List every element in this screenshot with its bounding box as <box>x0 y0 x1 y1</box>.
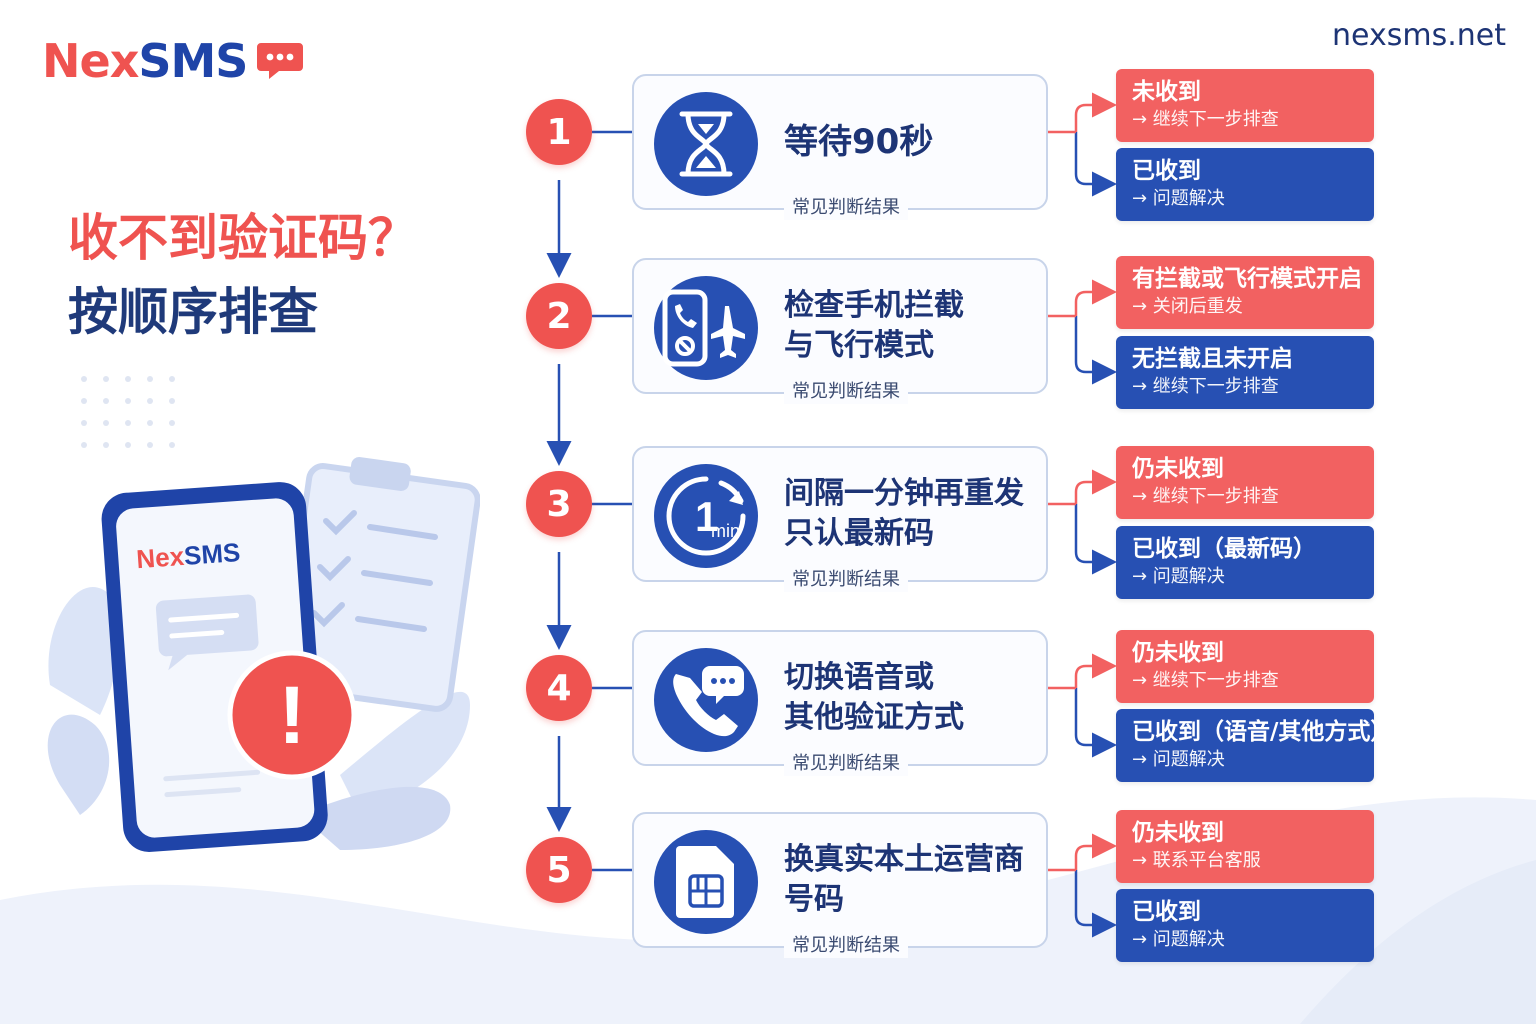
step-3-caption: 常见判断结果 <box>784 568 908 592</box>
outcome-title: 仍未收到 <box>1132 640 1224 666</box>
outcome-title: 仍未收到 <box>1132 456 1224 482</box>
one-minute-timer-icon: 1 min <box>654 464 758 568</box>
step-title-line: 与飞行模式 <box>784 327 934 363</box>
svg-text:min: min <box>711 521 740 541</box>
outcome-title: 未收到 <box>1132 79 1201 105</box>
outcome-title: 有拦截或飞行模式开启 <box>1132 266 1362 292</box>
step-title-line: 只认最新码 <box>784 515 934 551</box>
step-5-title: 换真实本土运营商号码 <box>784 840 1039 919</box>
step-3-outcome-success[interactable]: 已收到（最新码） → 问题解决 <box>1116 526 1374 599</box>
chat-bubble-icon <box>257 43 304 79</box>
headline-question: 收不到验证码？ <box>68 209 418 267</box>
step-title-line: 号码 <box>784 881 844 917</box>
decorative-dots <box>81 376 175 448</box>
phone-block-airplane-icon <box>654 276 758 380</box>
step-2-number: 2 <box>526 283 592 349</box>
outcome-action: → 关闭后重发 <box>1132 296 1243 317</box>
step-5-outcome-fail[interactable]: 仍未收到 → 联系平台客服 <box>1116 810 1374 883</box>
outcome-title: 已收到（语音/其他方式） <box>1132 719 1394 745</box>
outcome-action: → 继续下一步排查 <box>1132 376 1279 397</box>
outcome-action: → 问题解决 <box>1132 749 1225 770</box>
svg-text:NexSMS: NexSMS <box>135 537 241 574</box>
outcome-action: → 问题解决 <box>1132 929 1225 950</box>
step-3-outcome-fail[interactable]: 仍未收到 → 继续下一步排查 <box>1116 446 1374 519</box>
outcome-title: 已收到（最新码） <box>1132 536 1316 562</box>
step-title-line: 间隔一分钟再重发 <box>784 476 1024 511</box>
svg-text:!: ! <box>278 670 305 761</box>
outcome-title: 已收到 <box>1132 899 1201 925</box>
phone-chat-icon <box>654 648 758 752</box>
step-1-caption: 常见判断结果 <box>784 196 908 220</box>
step-3-card[interactable]: 1 min 间隔一分钟再重发只认最新码常见判断结果 <box>632 446 1048 592</box>
outcome-action: → 继续下一步排查 <box>1132 486 1279 507</box>
outcome-action: → 继续下一步排查 <box>1132 670 1279 691</box>
step-4-number: 4 <box>526 655 592 721</box>
step-4-outcome-success[interactable]: 已收到（语音/其他方式） → 问题解决 <box>1116 709 1394 782</box>
brand-logo[interactable]: NexSMS <box>42 38 305 84</box>
step-4-title: 切换语音或其他验证方式 <box>784 658 1039 737</box>
step-1-title: 等待90秒 <box>784 122 934 162</box>
svg-text:1: 1 <box>695 493 718 540</box>
step-4-card[interactable]: 切换语音或其他验证方式常见判断结果 <box>632 630 1048 776</box>
hourglass-icon <box>654 92 758 196</box>
headline: 收不到验证码？ 按顺序排查 <box>68 208 418 342</box>
brand-name: NexSMS <box>42 34 248 88</box>
phone-alert-illustration: NexSMS ! <box>47 457 480 852</box>
step-title-line: 切换语音或 <box>784 660 934 695</box>
step-5-card[interactable]: 换真实本土运营商号码常见判断结果 <box>632 812 1048 958</box>
outcome-title: 仍未收到 <box>1132 820 1224 846</box>
step-4-caption: 常见判断结果 <box>784 752 908 776</box>
step-1-outcome-success[interactable]: 已收到 → 问题解决 <box>1116 148 1374 221</box>
step-title-line: 换真实本土运营商 <box>784 842 1024 877</box>
step-2-title: 检查手机拦截与飞行模式 <box>784 286 1039 365</box>
step-2-outcome-success[interactable]: 无拦截且未开启 → 继续下一步排查 <box>1116 336 1374 409</box>
step-1-card[interactable]: 等待90秒常见判断结果 <box>632 74 1048 220</box>
step-3-number: 3 <box>526 471 592 537</box>
sim-card-icon <box>654 830 758 934</box>
outcome-action: → 问题解决 <box>1132 188 1225 209</box>
step-5-caption: 常见判断结果 <box>784 934 908 958</box>
step-5-outcome-success[interactable]: 已收到 → 问题解决 <box>1116 889 1374 962</box>
step-1-outcome-fail[interactable]: 未收到 → 继续下一步排查 <box>1116 69 1374 142</box>
step-title-line: 检查手机拦截 <box>784 288 964 323</box>
outcome-action: → 问题解决 <box>1132 566 1225 587</box>
step-4-outcome-fail[interactable]: 仍未收到 → 继续下一步排查 <box>1116 630 1374 703</box>
site-url[interactable]: nexsms.net <box>1332 18 1506 53</box>
step-2-card[interactable]: 检查手机拦截与飞行模式常见判断结果 <box>632 258 1048 404</box>
outcome-title: 已收到 <box>1132 158 1201 184</box>
alert-icon: ! <box>227 650 357 780</box>
step-1-number: 1 <box>526 99 592 165</box>
outcome-action: → 联系平台客服 <box>1132 850 1261 871</box>
clipboard-icon <box>278 457 480 712</box>
step-5-number: 5 <box>526 837 592 903</box>
step-2-outcome-fail[interactable]: 有拦截或飞行模式开启 → 关闭后重发 <box>1116 256 1374 329</box>
step-2-caption: 常见判断结果 <box>784 380 908 404</box>
headline-subtitle: 按顺序排查 <box>68 283 318 341</box>
step-title-line: 其他验证方式 <box>784 699 964 735</box>
outcome-title: 无拦截且未开启 <box>1132 346 1293 372</box>
outcome-action: → 继续下一步排查 <box>1132 109 1279 130</box>
step-3-title: 间隔一分钟再重发只认最新码 <box>784 474 1039 553</box>
